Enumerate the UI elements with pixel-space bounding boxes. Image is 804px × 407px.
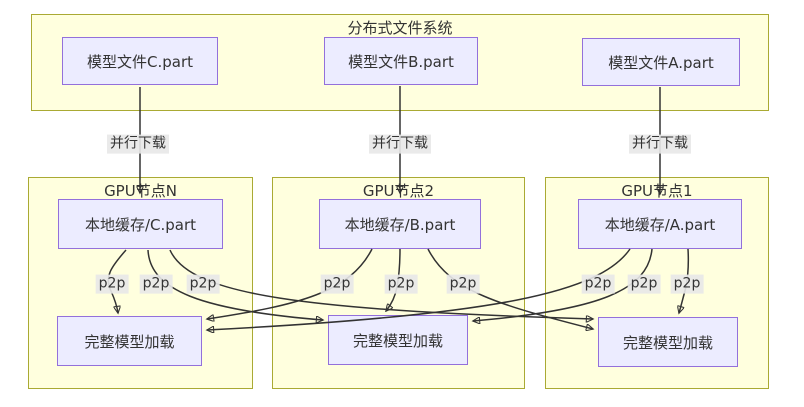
edge-label-p2p-a1: p2p (581, 274, 615, 294)
node-model-file-a: 模型文件A.part (582, 38, 740, 86)
node-local-cache-c: 本地缓存/C.part (58, 199, 223, 249)
cluster-title-gpu-node-n: GPU节点N (104, 182, 177, 200)
node-full-model-load-n: 完整模型加载 (57, 316, 202, 366)
edge-label-download-c: 并行下载 (107, 134, 169, 154)
edge-label-p2p-b3: p2p (446, 274, 480, 294)
edge-label-download-a: 并行下载 (629, 134, 691, 154)
node-full-model-load-1: 完整模型加载 (598, 317, 738, 367)
cluster-title-gpu-node-1: GPU节点1 (621, 182, 693, 200)
edge-label-p2p-c2: p2p (139, 274, 173, 294)
node-local-cache-a: 本地缓存/A.part (578, 199, 742, 249)
node-full-model-load-2: 完整模型加载 (328, 315, 468, 365)
edge-label-p2p-c3: p2p (186, 274, 220, 294)
edge-label-p2p-a2: p2p (627, 274, 661, 294)
cluster-title-distributed-file-system: 分布式文件系统 (347, 19, 453, 37)
node-local-cache-b: 本地缓存/B.part (319, 199, 481, 249)
cluster-title-gpu-node-2: GPU节点2 (362, 182, 435, 200)
node-model-file-b: 模型文件B.part (324, 37, 478, 85)
edge-label-p2p-c1: p2p (95, 274, 129, 294)
edge-label-download-b: 并行下载 (369, 134, 431, 154)
edge-label-p2p-b2: p2p (384, 274, 418, 294)
edge-label-p2p-a3: p2p (670, 274, 704, 294)
node-model-file-c: 模型文件C.part (62, 37, 218, 85)
edge-label-p2p-b1: p2p (320, 274, 354, 294)
